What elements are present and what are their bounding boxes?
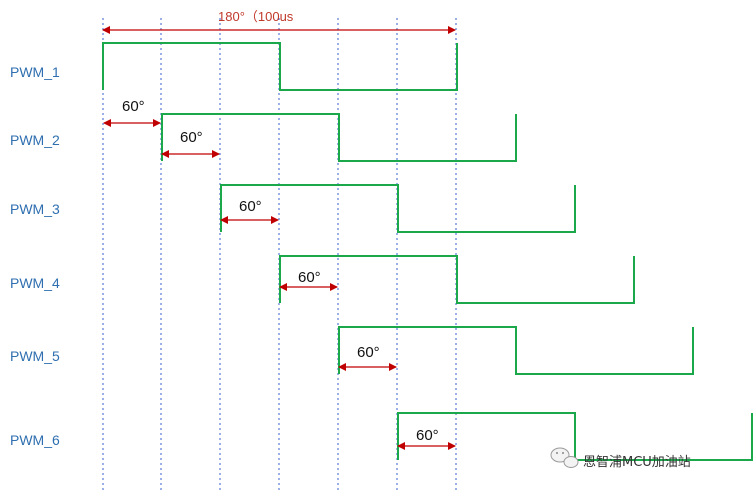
- signal-label-pwm-3: PWM_3: [10, 201, 60, 217]
- phase-arrows: 60° 60° 60° 60° 60° 60°: [103, 98, 456, 450]
- phase-label-4: 60°: [298, 269, 321, 286]
- waveform-pwm-1: [102, 42, 458, 91]
- waveform-pwm-5: [338, 326, 694, 375]
- watermark-text: 恩智浦MCU加油站: [583, 455, 691, 470]
- waveforms: [102, 42, 753, 461]
- phase-label-5: 60°: [357, 344, 380, 361]
- waveform-pwm-2: [161, 113, 517, 162]
- phase-label-1: 60°: [122, 98, 145, 115]
- phase-label-2: 60°: [180, 129, 203, 146]
- waveform-pwm-6: [397, 412, 753, 461]
- signal-label-pwm-4: PWM_4: [10, 275, 60, 291]
- signal-label-pwm-1: PWM_1: [10, 64, 60, 80]
- wechat-icon: [550, 447, 579, 468]
- phase-label-6: 60°: [416, 427, 439, 444]
- period-label: 180°（100us: [218, 9, 294, 24]
- waveform-pwm-4: [279, 255, 635, 304]
- watermark: 恩智浦MCU加油站: [550, 447, 691, 470]
- signal-label-pwm-5: PWM_5: [10, 348, 60, 364]
- phase-label-3: 60°: [239, 198, 262, 215]
- signal-label-pwm-6: PWM_6: [10, 432, 60, 448]
- period-marker: 180°（100us: [102, 9, 456, 34]
- waveform-pwm-3: [220, 184, 576, 233]
- signal-label-pwm-2: PWM_2: [10, 132, 60, 148]
